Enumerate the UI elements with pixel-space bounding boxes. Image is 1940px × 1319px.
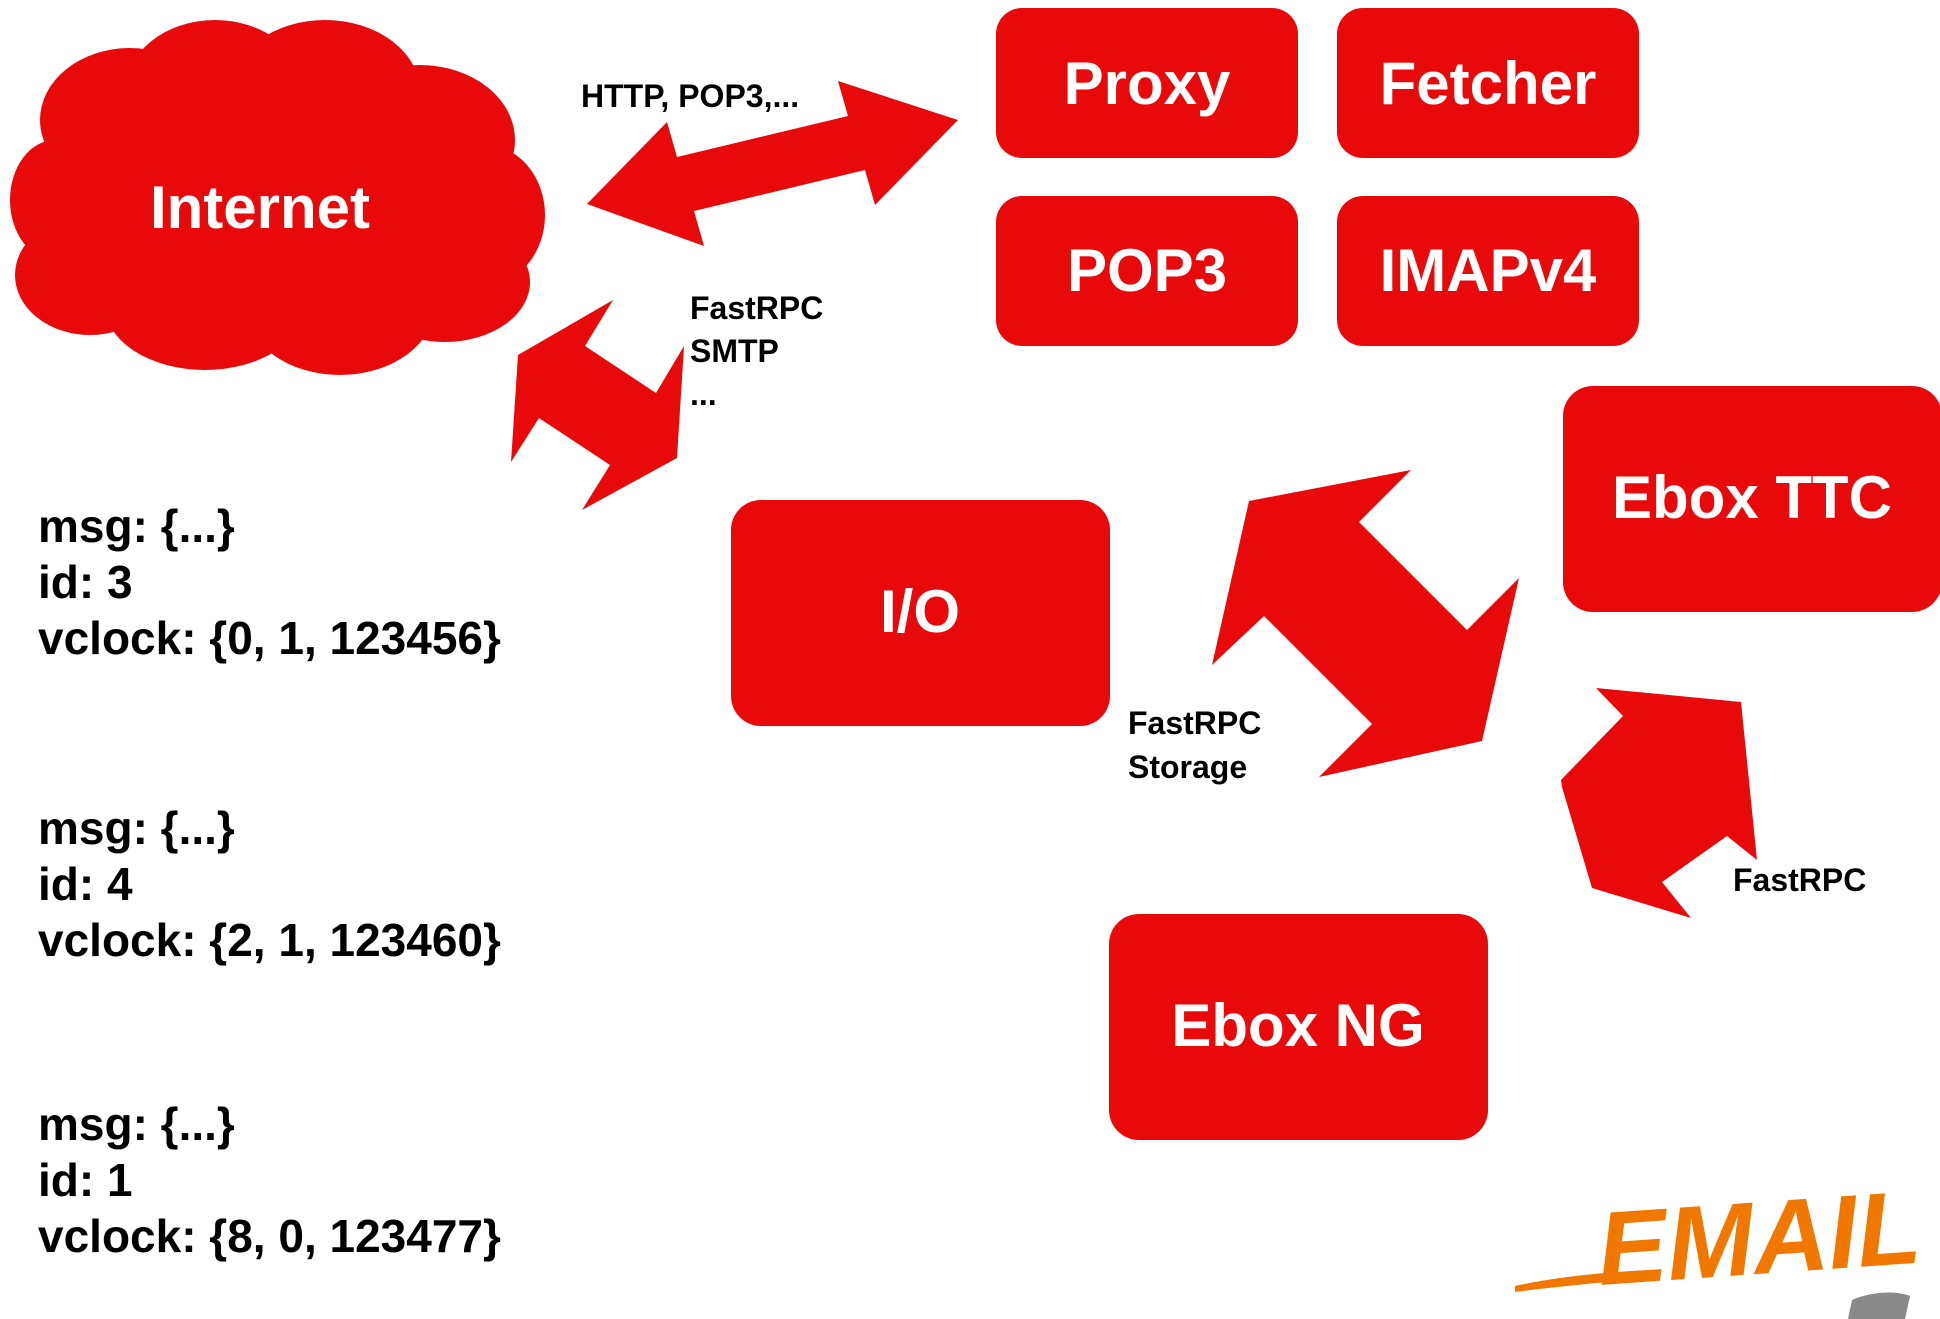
cloud-shape	[10, 20, 545, 375]
ebox-ttc-node: Ebox TTC	[1563, 386, 1940, 612]
arrow-internet-io	[511, 300, 684, 510]
imapv4-label: IMAPv4	[1380, 237, 1597, 304]
record-block: msg: {...} id: 1 vclock: {8, 0, 123477}	[38, 1098, 501, 1262]
record-id: id: 3	[38, 556, 133, 608]
record-vclock: vclock: {0, 1, 123456}	[38, 612, 501, 664]
fetcher-node: Fetcher	[1337, 8, 1639, 158]
pop3-label: POP3	[1067, 237, 1227, 304]
ebox-ttc-box	[1563, 386, 1940, 612]
ebox-ng-node: Ebox NG	[1109, 914, 1488, 1140]
pop3-node: POP3	[996, 196, 1298, 346]
edge-label-io-ebox-ttc-2: Storage	[1128, 749, 1247, 785]
io-label: I/O	[880, 578, 960, 645]
edge-label-internet-io-1: FastRPC	[690, 290, 823, 326]
record-vclock: vclock: {2, 1, 123460}	[38, 914, 501, 966]
edge-label-internet-services: HTTP, POP3,...	[581, 78, 799, 114]
imapv4-box	[1337, 196, 1639, 346]
record-msg: msg: {...}	[38, 500, 235, 552]
record-id: id: 1	[38, 1154, 133, 1206]
edge-label-io-ebox-ttc-1: FastRPC	[1128, 705, 1261, 741]
record-id: id: 4	[38, 858, 133, 910]
proxy-label: Proxy	[1064, 50, 1231, 117]
proxy-node: Proxy	[996, 8, 1298, 158]
arrow-ebox-ttc-ng	[1561, 688, 1757, 918]
io-box	[731, 500, 1110, 726]
arrow-io-ebox-ttc	[1212, 470, 1519, 777]
edge-label-ebox-ttc-ng: FastRPC	[1733, 862, 1866, 898]
record-msg: msg: {...}	[38, 802, 235, 854]
edge-label-internet-io-3: ...	[690, 376, 717, 412]
ebox-ng-box	[1109, 914, 1488, 1140]
io-node: I/O	[731, 500, 1110, 726]
ebox-ttc-label: Ebox TTC	[1612, 464, 1892, 531]
ebox-ng-label: Ebox NG	[1171, 992, 1424, 1059]
pop3-box	[996, 196, 1298, 346]
logo-gray-shape	[1848, 1292, 1910, 1319]
imapv4-node: IMAPv4	[1337, 196, 1639, 346]
fetcher-label: Fetcher	[1380, 50, 1597, 117]
record-block: msg: {...} id: 3 vclock: {0, 1, 123456}	[38, 500, 501, 664]
internet-label: Internet	[150, 174, 370, 241]
arrow-internet-services	[587, 81, 958, 246]
record-block: msg: {...} id: 4 vclock: {2, 1, 123460}	[38, 802, 501, 966]
logo-swoosh	[1515, 1270, 1650, 1292]
email-logo-icon: EMAIL	[1515, 1170, 1924, 1319]
fetcher-box	[1337, 8, 1639, 158]
proxy-box	[996, 8, 1298, 158]
edge-label-internet-io-2: SMTP	[690, 333, 779, 369]
internet-cloud: Internet	[10, 20, 545, 375]
record-msg: msg: {...}	[38, 1098, 235, 1150]
record-vclock: vclock: {8, 0, 123477}	[38, 1210, 501, 1262]
logo-text: EMAIL	[1594, 1170, 1925, 1308]
